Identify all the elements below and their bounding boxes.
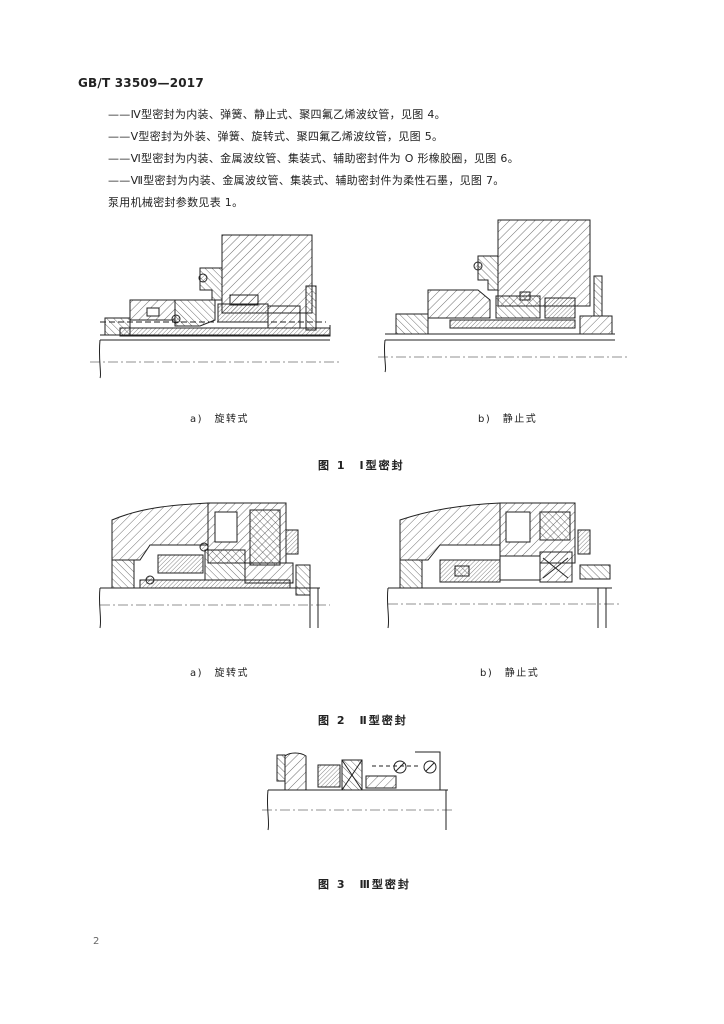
figure-1b-label: b) 静止式	[478, 414, 538, 425]
list-item: ——Ⅵ型密封为内装、金属波纹管、集装式、辅助密封件为 O 形橡胶圈，见图 6。	[108, 152, 519, 165]
figure-1a-label: a) 旋转式	[190, 414, 250, 425]
figure-2a-label: a) 旋转式	[190, 668, 250, 679]
page-number: 2	[93, 936, 100, 947]
standard-number-header: GB/T 33509—2017	[78, 76, 204, 90]
figure-1-caption: 图 1 Ⅰ型密封	[318, 459, 405, 472]
figure-3-caption: 图 3 Ⅲ型密封	[318, 878, 411, 891]
figure-1b-drawing	[378, 219, 630, 373]
list-item: ——Ⅶ型密封为内装、金属波纹管、集装式、辅助密封件为柔性石墨，见图 7。	[108, 174, 505, 187]
list-item: ——Ⅳ型密封为内装、弹簧、静止式、聚四氟乙烯波纹管，见图 4。	[108, 108, 446, 121]
figure-2-caption: 图 2 Ⅱ型密封	[318, 714, 408, 727]
table-reference-paragraph: 泵用机械密封参数见表 1。	[108, 196, 244, 209]
figure-2b-label: b) 静止式	[480, 668, 540, 679]
list-item: ——Ⅴ型密封为外装、弹簧、旋转式、聚四氟乙烯波纹管，见图 5。	[108, 130, 444, 143]
figure-2a-drawing	[98, 502, 330, 629]
figure-2b-drawing	[386, 502, 620, 629]
figure-3-drawing	[262, 751, 455, 831]
figure-1a-drawing	[90, 234, 340, 379]
